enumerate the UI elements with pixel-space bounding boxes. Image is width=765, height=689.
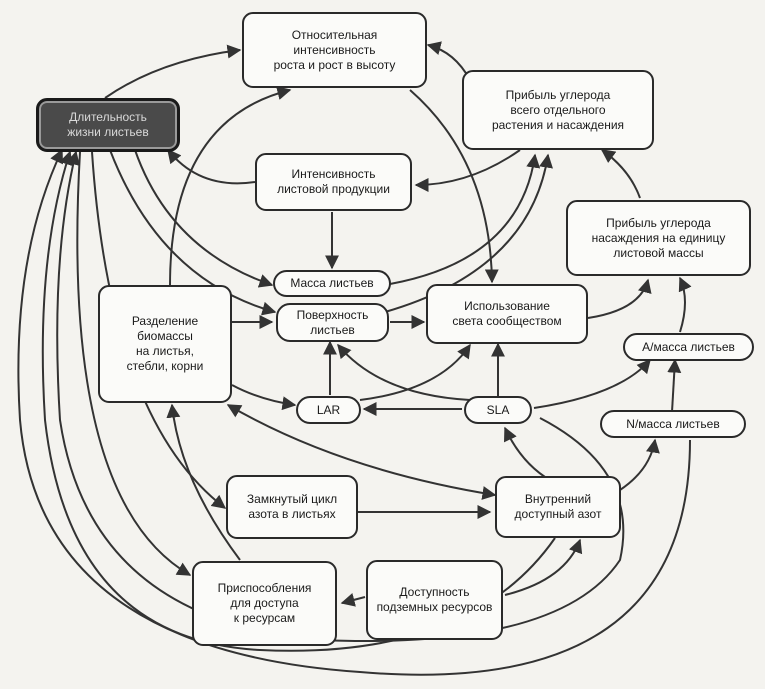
node-a-per-mass: А/масса листьев xyxy=(623,333,754,361)
edge-lifespan-to-mass xyxy=(134,149,274,288)
edge-growth-to-lightuse xyxy=(409,89,499,284)
node-below-resources: Доступность подземных ресурсов xyxy=(366,560,503,640)
edge-partition-to-lar xyxy=(231,384,297,411)
edge-internaln-to-partition xyxy=(226,404,497,500)
edge-nmass-to-amass xyxy=(667,358,682,413)
node-carbon-gain-plant: Прибыль углерода всего отдельного растен… xyxy=(462,70,654,150)
edge-lifespan-to-growth xyxy=(104,44,242,99)
edge-adaptations-to-partition xyxy=(166,403,241,561)
node-n-per-mass: N/масса листьев xyxy=(600,410,746,438)
edge-internaln-to-nmass xyxy=(619,438,660,491)
node-internal-n: Внутренний доступный азот xyxy=(495,476,621,538)
node-lar: LAR xyxy=(296,396,361,424)
edge-amass-to-carbonmass xyxy=(678,276,692,333)
node-carbon-gain-per-mass: Прибыль углерода насаждения на единицу л… xyxy=(566,200,751,276)
edge-lar-to-lightuse xyxy=(359,343,471,401)
edge-mass-to-carbonplant xyxy=(389,153,541,285)
edge-sla-to-amass xyxy=(533,358,651,409)
edge-lightuse-to-carbonmass xyxy=(587,278,652,319)
edge-lifespan-to-surface xyxy=(109,149,277,316)
node-relative-growth: Относительная интенсивность роста и рост… xyxy=(242,12,427,88)
edge-carbonmass-to-carbonplant xyxy=(600,149,641,199)
edge-carbon-to-production xyxy=(414,149,521,192)
edge-partition-to-growth xyxy=(169,86,292,286)
node-adaptations: Приспособления для доступа к ресурсам xyxy=(192,561,337,646)
edge-surface-to-carbonplant xyxy=(384,153,553,313)
edge-below-to-internaln xyxy=(504,538,583,596)
node-leaf-mass: Масса листьев xyxy=(273,270,391,297)
node-biomass-partition: Разделение биомассы на листья, стебли, к… xyxy=(98,285,232,403)
edge-below-to-adaptations xyxy=(340,593,366,607)
edge-internaln-to-sla xyxy=(504,426,546,478)
edge-sla-to-surface xyxy=(337,343,471,401)
node-leaf-surface: Поверхность листьев xyxy=(276,303,389,342)
node-leaf-lifespan: Длительность жизни листьев xyxy=(36,98,180,152)
edge-production-to-lifespan xyxy=(167,148,256,185)
node-leaf-production: Интенсивность листовой продукции xyxy=(255,153,412,211)
edge-lifespan-to-adaptations xyxy=(76,151,192,576)
node-light-use: Использование света сообществом xyxy=(426,284,588,344)
node-n-cycle: Замкнутый цикл азота в листьях xyxy=(226,475,358,539)
node-sla: SLA xyxy=(464,396,532,424)
